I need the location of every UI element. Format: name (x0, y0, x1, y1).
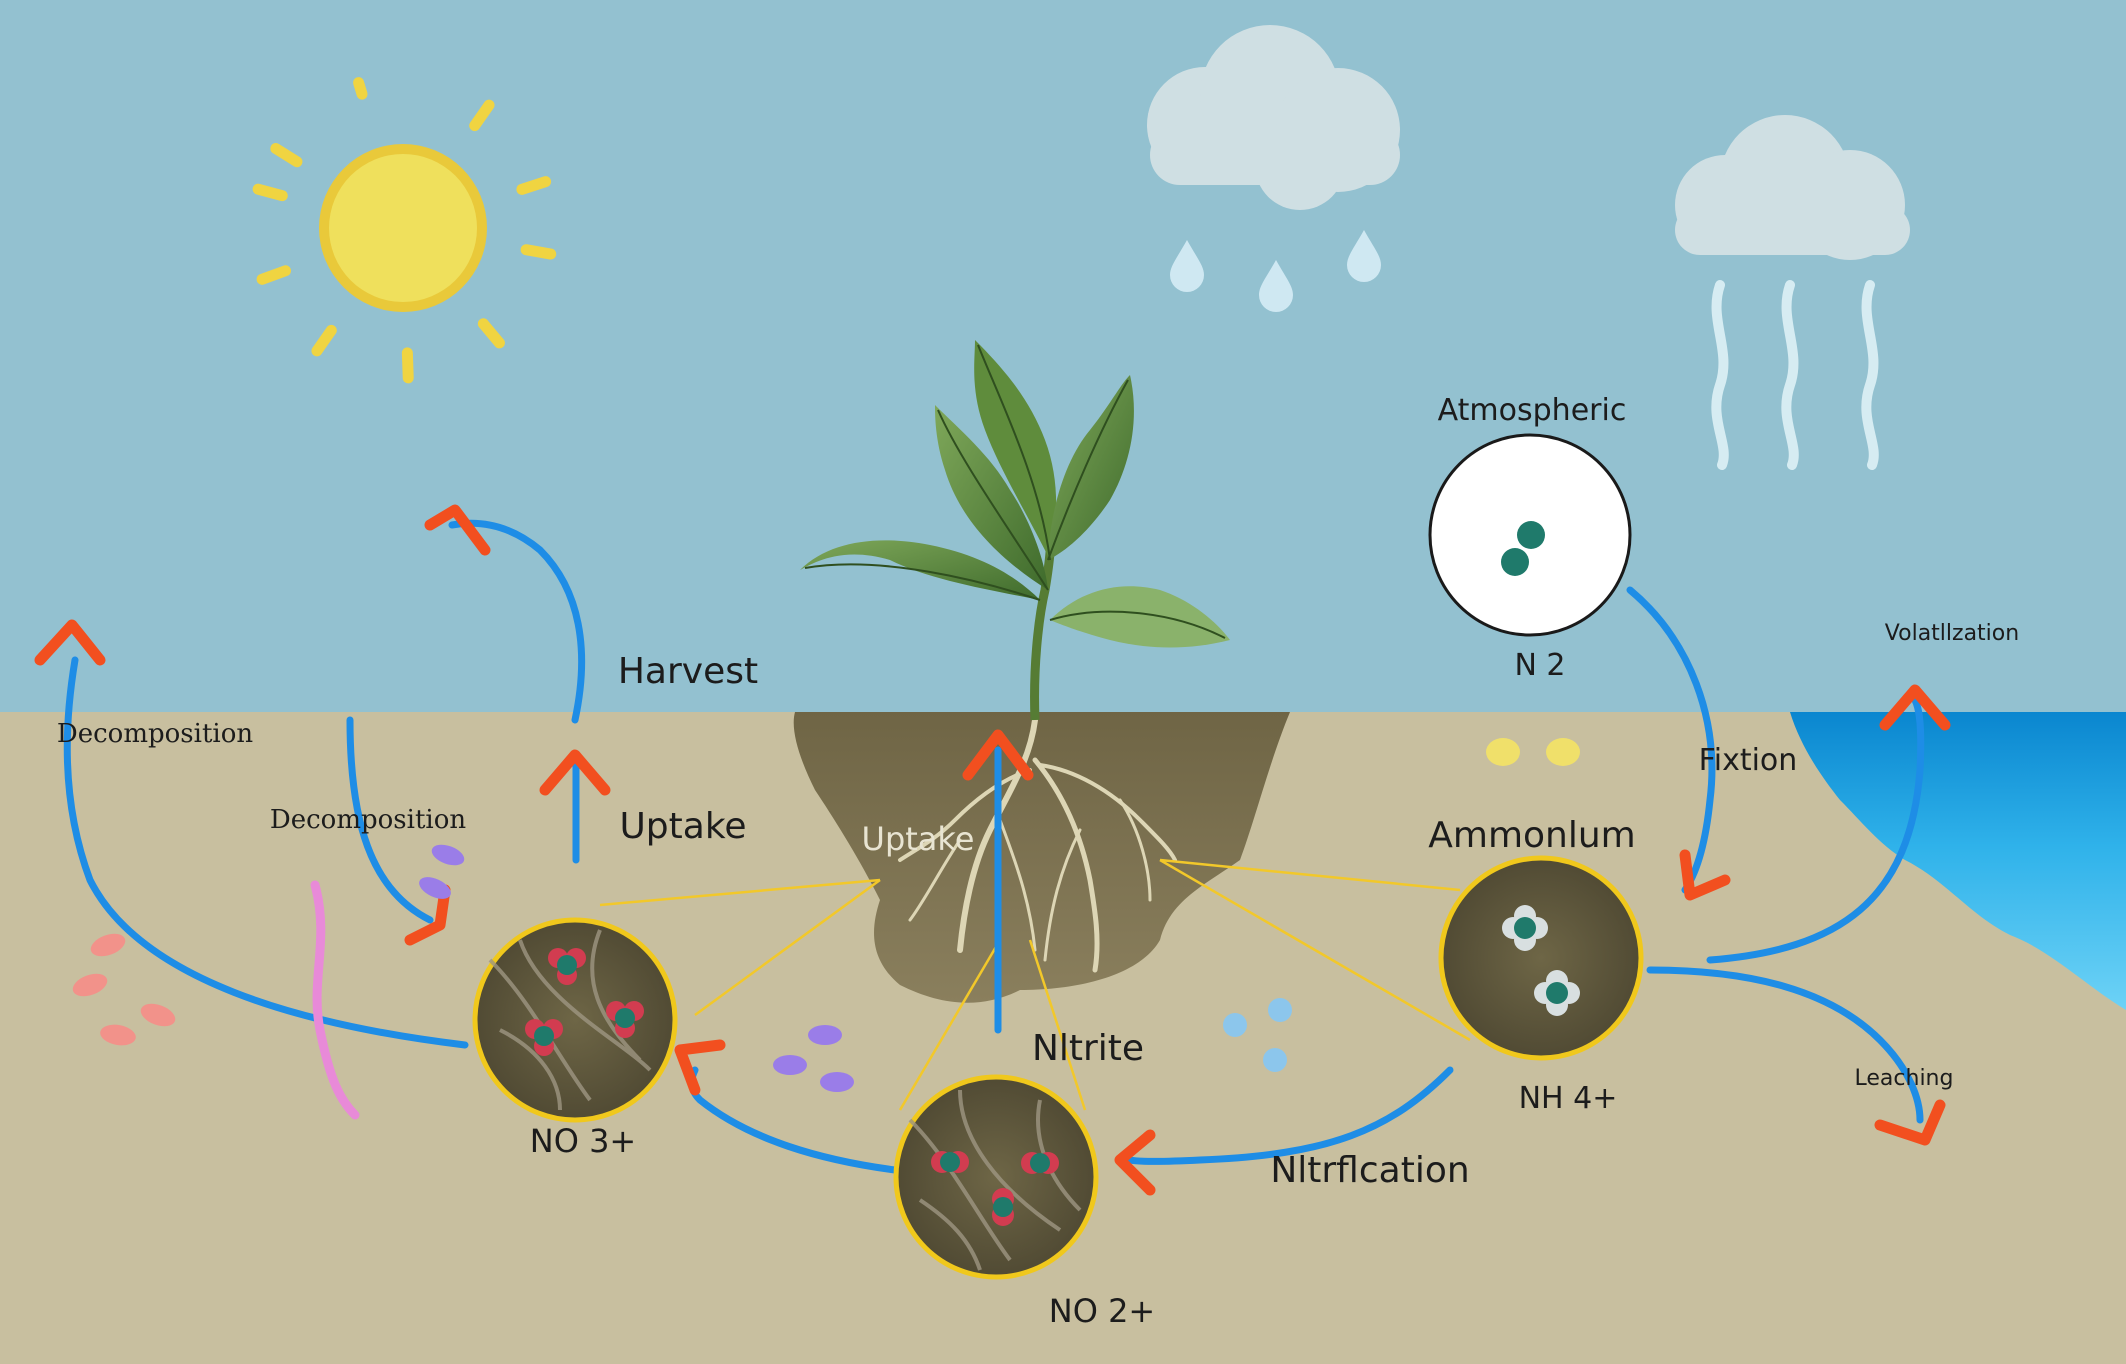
label-harvest: Harvest (618, 651, 758, 692)
root-soil (793, 712, 1290, 1003)
label-no3: NO 3+ (530, 1122, 636, 1160)
molecule-icon (931, 1151, 1059, 1226)
cloud-icon (1675, 115, 1910, 260)
roots (898, 717, 1177, 973)
label-nitrification: Nltrflcation (1270, 1150, 1469, 1191)
leaf (1050, 586, 1230, 648)
cloud-icon (1147, 25, 1400, 210)
arrow-nitrification (1126, 1066, 1454, 1165)
label-fixation: Fixtion (1699, 743, 1798, 778)
no2-circle (893, 1074, 1099, 1280)
no3-circle (472, 917, 678, 1123)
label-nitrite: Nltrite (1032, 1028, 1144, 1069)
arrow-fixation (1626, 586, 1716, 894)
arrow-leaching (1646, 966, 1924, 1124)
water-body (1790, 712, 2126, 1010)
arrow-volatilization (1706, 696, 1925, 964)
nh4-circle (1438, 855, 1644, 1061)
label-no2: NO 2+ (1049, 1292, 1155, 1330)
label-decomposition-mid: Decomposition (270, 805, 466, 835)
n2-circle (1428, 433, 1632, 637)
plant-icon (800, 340, 1230, 721)
molecule-icon (1502, 905, 1580, 1016)
molecule-icon (525, 948, 644, 1056)
label-nh4: NH 4+ (1519, 1081, 1618, 1116)
label-uptake-root: Uptake (862, 820, 975, 858)
label-ammonium: Ammonlum (1428, 815, 1636, 856)
leaf (935, 405, 1048, 590)
decor-blobs (72, 738, 1580, 1120)
arrow-harvest (448, 519, 586, 724)
arrow-decomposition-left (63, 656, 469, 1049)
sun-icon (252, 77, 557, 384)
arrow-icon (34, 504, 1951, 1196)
link-lines (599, 858, 1471, 1111)
raindrop-icon (1170, 230, 1381, 312)
label-atmospheric: Atmospheric (1438, 393, 1627, 428)
label-decomposition-left: Decomposition (57, 719, 253, 749)
leaf (974, 340, 1057, 560)
label-volatilization: Volatllzation (1885, 621, 2019, 646)
arrow-decomposition-mid (346, 716, 434, 924)
label-leaching: Leaching (1855, 1066, 1954, 1091)
label-n2: N 2 (1514, 648, 1565, 683)
flow-arrows (63, 519, 1925, 1174)
rain-streaks (1711, 280, 1879, 470)
label-uptake: Uptake (619, 806, 746, 847)
molecule-icon (1501, 521, 1545, 576)
leaf (1048, 375, 1134, 560)
